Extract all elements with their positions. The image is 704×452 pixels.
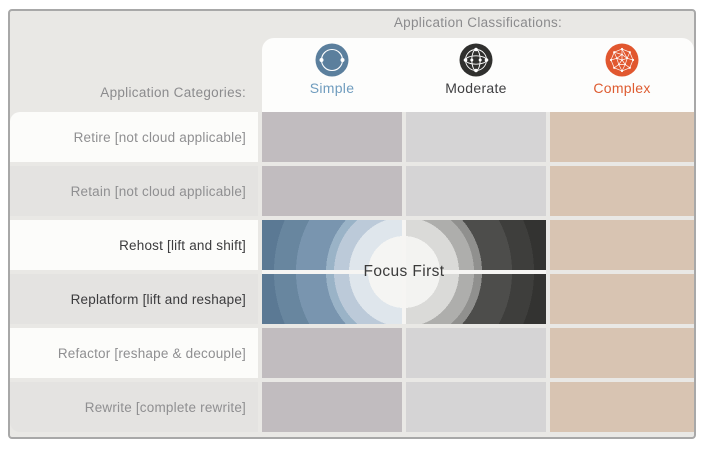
category-row-label: Refactor [reshape & decouple] bbox=[57, 345, 246, 361]
simple-network-icon bbox=[315, 43, 349, 77]
category-row-label: Retain [not cloud applicable] bbox=[70, 183, 246, 199]
classification-column-simple: Simple bbox=[262, 38, 402, 112]
matrix-cell bbox=[262, 166, 402, 216]
category-row-label: Rehost [lift and shift] bbox=[119, 237, 246, 253]
classification-label-complex: Complex bbox=[593, 80, 651, 96]
matrix-cell bbox=[550, 382, 694, 432]
moderate-network-icon bbox=[459, 43, 493, 77]
classification-label-simple: Simple bbox=[309, 80, 355, 96]
classification-column-complex: Complex bbox=[550, 38, 694, 112]
classifications-header-band: Simple Moderate bbox=[262, 38, 694, 112]
classification-label-moderate: Moderate bbox=[445, 80, 507, 96]
category-row-band: Retain [not cloud applicable] bbox=[10, 166, 258, 216]
categories-title: Application Categories: bbox=[100, 85, 246, 100]
focus-row-divider bbox=[262, 270, 546, 274]
focus-first-label: Focus First bbox=[363, 263, 445, 280]
complex-network-icon bbox=[605, 43, 639, 77]
matrix-cell bbox=[262, 328, 402, 378]
matrix-cell bbox=[550, 166, 694, 216]
classifications-title: Application Classifications: bbox=[393, 15, 563, 30]
matrix-cell bbox=[406, 166, 546, 216]
category-row-band: Replatform [lift and reshape] bbox=[10, 274, 258, 324]
matrix-cell bbox=[406, 328, 546, 378]
matrix-cell bbox=[262, 112, 402, 162]
matrix-panel: Application Classifications: Simple bbox=[8, 9, 696, 439]
matrix-cell bbox=[550, 220, 694, 270]
matrix-cell bbox=[406, 112, 546, 162]
category-row-label: Rewrite [complete rewrite] bbox=[84, 399, 246, 415]
classification-column-moderate: Moderate bbox=[406, 38, 546, 112]
category-row-band: Rehost [lift and shift] bbox=[10, 220, 258, 270]
category-row-label: Replatform [lift and reshape] bbox=[70, 291, 246, 307]
focus-first-block: Focus First bbox=[262, 220, 546, 324]
category-row-band: Refactor [reshape & decouple] bbox=[10, 328, 258, 378]
category-row-band: Rewrite [complete rewrite] bbox=[10, 382, 258, 432]
matrix-cell bbox=[550, 112, 694, 162]
matrix-cell bbox=[550, 328, 694, 378]
category-row-band: Retire [not cloud applicable] bbox=[10, 112, 258, 162]
category-row-label: Retire [not cloud applicable] bbox=[73, 129, 246, 145]
matrix-cell bbox=[406, 382, 546, 432]
matrix-cell bbox=[262, 382, 402, 432]
matrix-cell bbox=[550, 274, 694, 324]
